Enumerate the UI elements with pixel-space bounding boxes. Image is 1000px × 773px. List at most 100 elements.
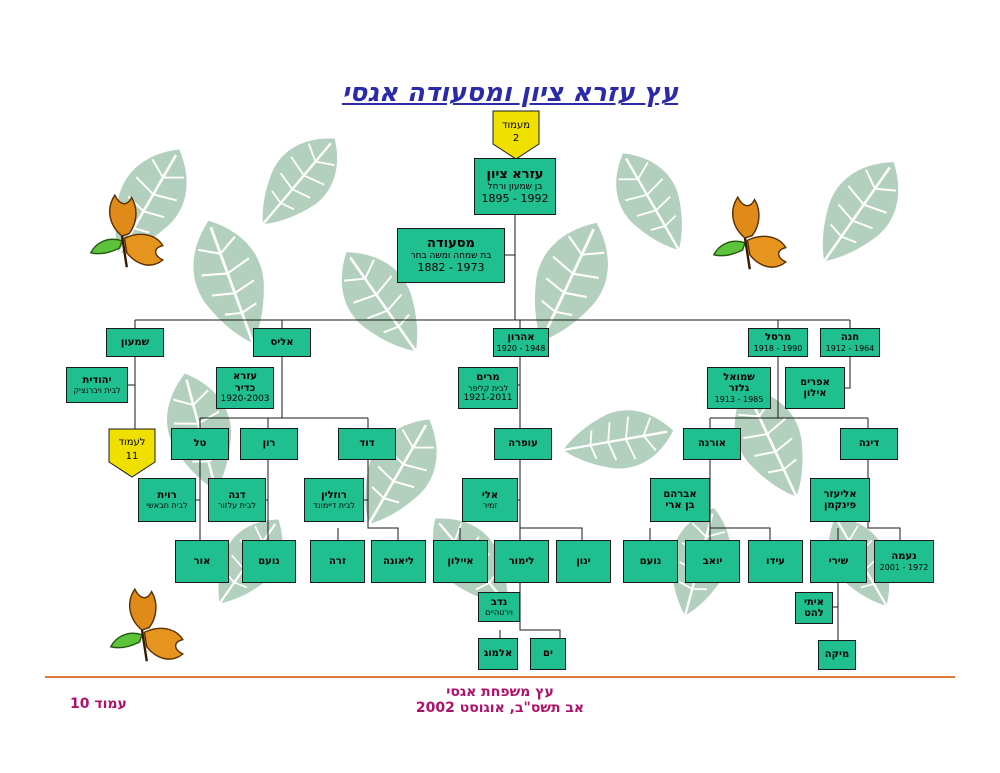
- person-name: ליאונה: [382, 555, 415, 567]
- person-surname: בן ארי: [665, 500, 695, 511]
- person-noam: נועם: [242, 540, 296, 583]
- person-ayelon: איילון: [433, 540, 488, 583]
- person-nadav: נדב וירטהיים: [478, 592, 520, 622]
- person-years: 1964 - 1912: [825, 343, 875, 353]
- person-ido: עידו: [748, 540, 803, 583]
- person-maiden: לבית חבאשי: [146, 501, 188, 511]
- person-name: איתי: [804, 596, 824, 608]
- person-surname: גלזר: [728, 383, 750, 395]
- person-dina: דינה: [840, 428, 898, 460]
- footer-line-2: אב תשס"ב, אוגוסט 2002: [415, 700, 585, 716]
- person-surname: כדיר: [234, 382, 256, 394]
- person-parents: בת שמחה ומשה בחר: [410, 251, 492, 262]
- person-name: אלי: [481, 489, 499, 501]
- person-avraham: אברהם בן ארי: [650, 478, 710, 522]
- person-years: 1973 - 1882: [417, 260, 485, 274]
- from-page-label: מעמוד: [502, 120, 530, 131]
- person-tal: טל: [171, 428, 229, 460]
- person-hana: חנה 1964 - 1912: [820, 328, 880, 357]
- person-yam: ים: [530, 638, 566, 670]
- person-yoav: יואב: [685, 540, 740, 583]
- person-noam-2: נועם: [623, 540, 678, 583]
- person-name: מרסל: [764, 332, 792, 344]
- person-name: מסעודה: [427, 235, 475, 251]
- person-name: עידו: [766, 555, 785, 567]
- person-years: 1948 - 1920: [496, 343, 546, 353]
- person-name: רון: [262, 438, 276, 450]
- person-yehudit: יהודית לבית ויברנציק: [66, 367, 128, 403]
- person-years: 1972 - 2001: [879, 562, 929, 572]
- person-name: אליעזר: [823, 488, 857, 500]
- person-marsel: מרסל 1990 - 1918: [748, 328, 808, 357]
- person-name: ים: [543, 648, 553, 660]
- footer-line-1: עץ משפחת אגסי: [446, 684, 554, 700]
- person-leona: ליאונה: [371, 540, 426, 583]
- person-spouse: מסעודה בת שמחה ומשה בחר 1973 - 1882: [397, 228, 505, 283]
- person-name: חנה: [840, 332, 860, 344]
- person-miriam: מרים לבית קליפר 1921-2011: [458, 367, 518, 409]
- person-name: עופרה: [508, 438, 538, 450]
- person-years: 1921-2011: [463, 393, 513, 404]
- page-number: עמוד 10: [70, 696, 127, 712]
- person-name: רוזלין: [321, 489, 347, 501]
- person-name: אליס: [270, 336, 294, 348]
- page-title: עץ עזרא ציון ומסעודה אגסי: [341, 78, 679, 108]
- person-years: 1990 - 1918: [753, 343, 803, 353]
- person-rozlin: רוזלין לבית דיימונד: [304, 478, 364, 522]
- person-root: עזרא ציון בן שמעון ורחל 1992 - 1895: [474, 158, 556, 215]
- person-limor: לימור: [494, 540, 549, 583]
- person-surname: אילון: [803, 388, 827, 399]
- person-name: נועם: [639, 555, 662, 567]
- person-name: דנה: [228, 489, 246, 501]
- person-name: אלמוג: [483, 648, 513, 660]
- person-or: אור: [175, 540, 229, 583]
- person-rivit: רוית לבית חבאשי: [138, 478, 196, 522]
- to-page-number: 11: [126, 451, 139, 462]
- footer-text: עץ משפחת אגסי אב תשס"ב, אוגוסט 2002: [360, 684, 640, 716]
- person-eli: אלי זמיר: [462, 478, 518, 522]
- footer-divider: [45, 676, 955, 678]
- person-surname: וירטהיים: [485, 608, 513, 618]
- person-parents: בן שמעון ורחל: [487, 182, 543, 193]
- person-david: דוד: [338, 428, 396, 460]
- person-name: נעמה: [891, 551, 917, 563]
- person-name: רוית: [157, 489, 177, 501]
- person-shimon: שמעון: [106, 328, 164, 357]
- person-name: דוד: [359, 438, 375, 450]
- from-page-arrow: מעמוד 2: [492, 110, 540, 160]
- person-name: דינה: [858, 438, 880, 450]
- person-aharon: אהרון 1948 - 1920: [493, 328, 549, 357]
- person-itai: איתי להט: [795, 592, 833, 624]
- person-surname: זמיר: [482, 501, 498, 511]
- person-maiden: לבית ויברנציק: [73, 386, 121, 396]
- from-page-number: 2: [513, 133, 519, 144]
- person-name: אברהם: [663, 488, 697, 500]
- person-efraim: אפרים אילון: [785, 367, 845, 409]
- person-maiden: לבית קליפר: [467, 383, 509, 393]
- person-almog: אלמוג: [478, 638, 518, 670]
- person-ezra: עזרא כדיר 1920-2003: [216, 367, 274, 409]
- person-eliezer: אליעזר פינקמן: [810, 478, 870, 522]
- person-name: יואב: [702, 555, 723, 567]
- person-shmuel: שמואל גלזר 1985 - 1913: [707, 367, 771, 409]
- person-years: 1920-2003: [220, 394, 270, 405]
- person-name: אפרים: [800, 376, 830, 388]
- person-name: שמעון: [120, 336, 150, 348]
- person-maiden: לבית עלזור: [218, 501, 256, 511]
- person-ron: רון: [240, 428, 298, 460]
- person-name: נדב: [490, 596, 508, 608]
- person-name: מיקה: [824, 649, 850, 661]
- person-years: 1985 - 1913: [714, 394, 764, 404]
- person-name: נועם: [258, 555, 280, 567]
- person-shiri: שירי: [810, 540, 867, 583]
- person-dana: דנה לבית עלזור: [208, 478, 266, 522]
- person-name: שמואל: [723, 371, 755, 383]
- person-ofra: עופרה: [494, 428, 552, 460]
- person-name: עזרא: [233, 371, 257, 383]
- person-naama: נעמה 1972 - 2001: [874, 540, 934, 583]
- person-mika: מיקה: [818, 640, 856, 670]
- person-name: איילון: [447, 555, 474, 567]
- person-surname: פינקמן: [823, 500, 857, 511]
- person-name: עזרא ציון: [486, 166, 544, 182]
